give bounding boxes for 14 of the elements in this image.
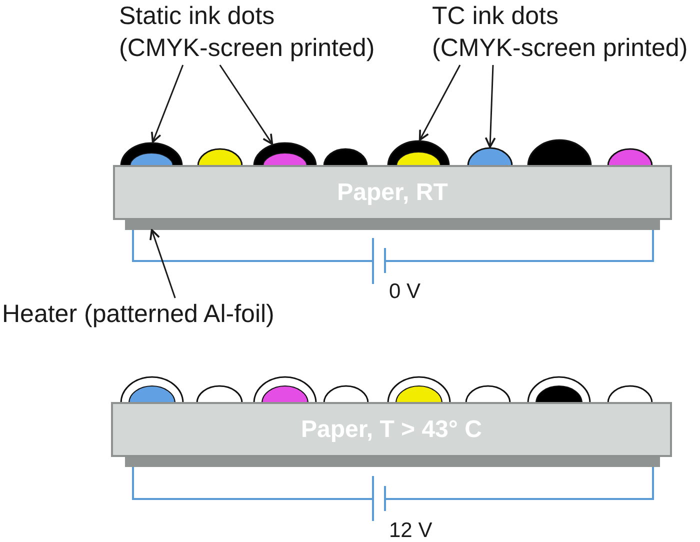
heater-foil [125, 457, 660, 467]
leader-arrow [219, 64, 274, 145]
paper-layer [111, 402, 672, 457]
leader-arrow [150, 64, 184, 143]
callout-label: Static ink dots (CMYK-screen printed) [119, 0, 381, 65]
callout-label: Heater (patterned Al-foil) [2, 298, 302, 330]
callout-label: TC ink dots (CMYK-screen printed) [432, 0, 696, 65]
voltage-label: 12 V [389, 520, 432, 542]
paper-layer [113, 165, 672, 220]
leader-arrow [418, 64, 461, 141]
leader-arrow [150, 229, 176, 298]
leader-arrow [484, 64, 496, 148]
voltage-label: 0 V [389, 281, 421, 303]
heater-foil [125, 220, 660, 230]
